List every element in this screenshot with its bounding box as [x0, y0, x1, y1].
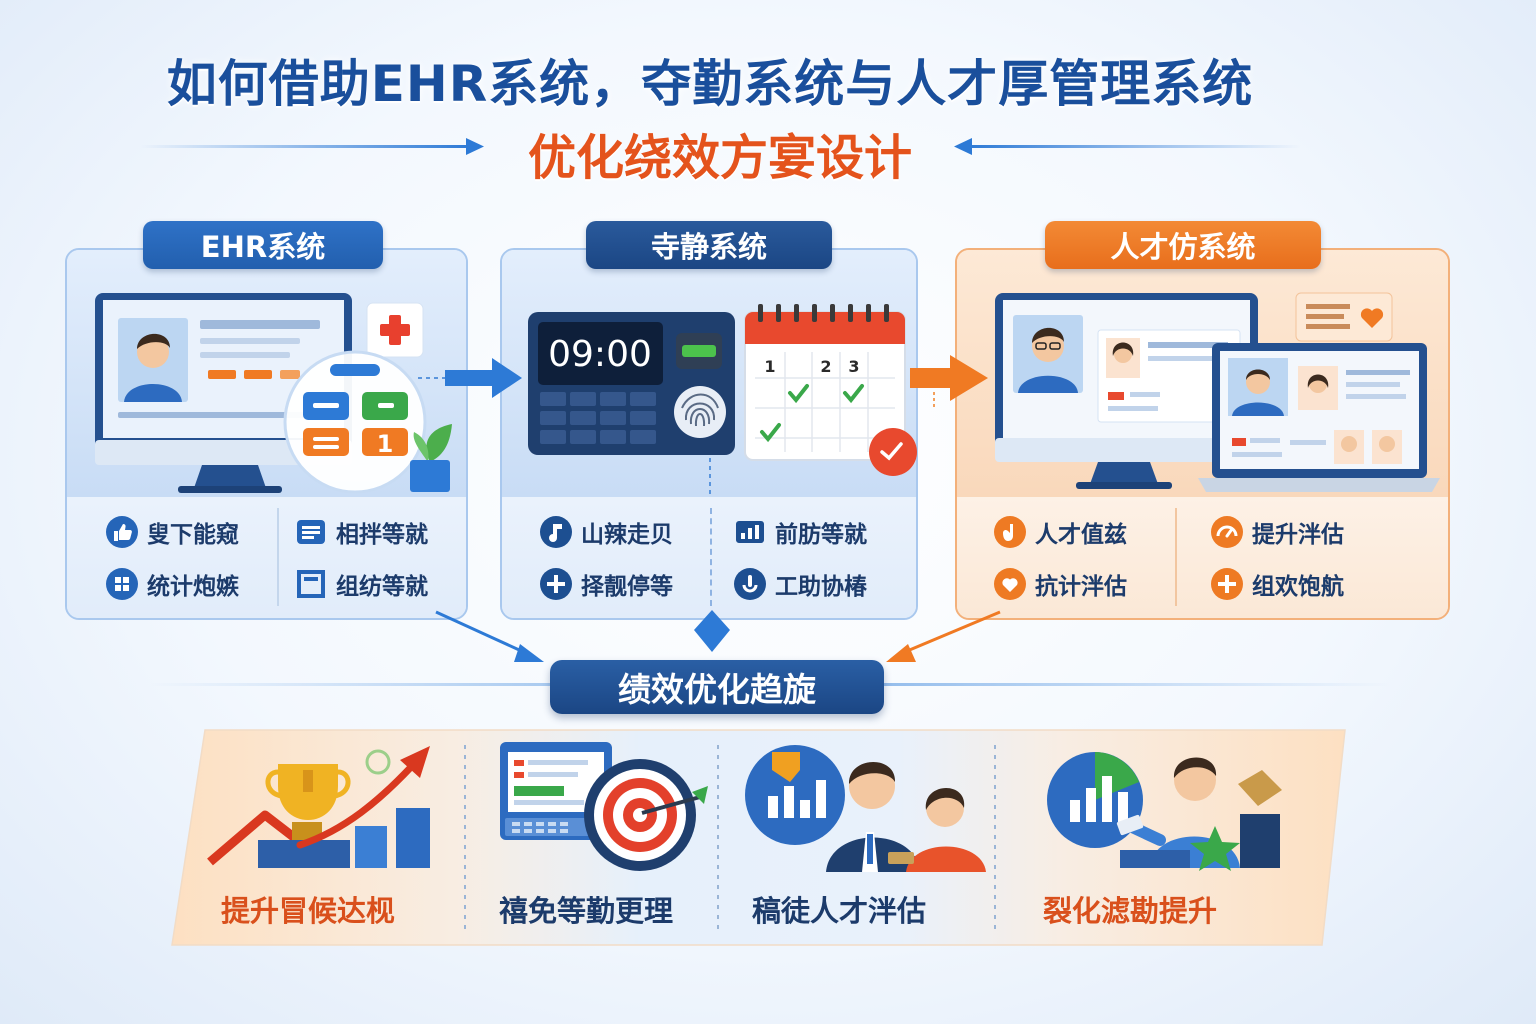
- plus-icon: [540, 568, 572, 600]
- ehr-item-1-label: 叟下能窥: [147, 522, 239, 548]
- clock-time: 09:00: [548, 334, 652, 375]
- hand-icon: [994, 516, 1026, 548]
- talent-item-1-label: 人才值兹: [1035, 522, 1127, 548]
- page-title: 如何借助EHR系统，夺勤系统与人才厚管理系统: [166, 55, 1254, 113]
- left-arrow-line: [140, 138, 484, 155]
- timer-icon: [734, 568, 766, 600]
- attendance-feature-area: [502, 497, 916, 618]
- calendar-day-2: 2: [820, 357, 831, 376]
- ehr-item-3: 统计炮嫉: [105, 566, 239, 602]
- outcomes-band: [171, 729, 1346, 946]
- ehr-item-3-label: 统计炮嫉: [147, 574, 239, 600]
- ehr-header: EHR系统: [143, 221, 383, 269]
- people-chart-icon: [745, 745, 986, 872]
- chart-icon: [736, 521, 764, 543]
- medical-plus-icon: [366, 302, 424, 358]
- attendance-item-3-label: 择靓停等: [581, 574, 673, 600]
- talent-item-3-label: 抗计泮估: [1035, 574, 1127, 600]
- ehr-feature-area: [67, 497, 466, 618]
- attendance-item-4: 工助协椿: [733, 566, 867, 602]
- profile-card: [1097, 329, 1241, 423]
- calendar-day-3: 3: [848, 357, 859, 376]
- keypad: [540, 392, 656, 444]
- attendance-item-2: 前肪等就: [733, 514, 867, 550]
- ehr-item-1: 叟下能窥: [105, 514, 239, 550]
- alert-badge-icon: [869, 428, 917, 476]
- ehr-divider: [277, 508, 279, 606]
- talent-item-2: 提升泮估: [1210, 514, 1344, 550]
- note-icon: [540, 516, 572, 548]
- attendance-item-1-label: 山辣走贝: [581, 522, 673, 548]
- outcome-label-2: 禧免等勤更理: [498, 894, 673, 928]
- person-star-icon: [1047, 752, 1282, 871]
- talent-divider: [1175, 508, 1177, 606]
- page-subtitle: 优化绕效方宴设计: [527, 130, 912, 186]
- talent-item-4-label: 组欢饱航: [1252, 574, 1344, 600]
- talent-item-2-label: 提升泮估: [1252, 522, 1344, 548]
- ehr-item-2-label: 相拌等就: [336, 522, 428, 548]
- checkmark-icon: [760, 384, 864, 443]
- talent-illustration: [995, 292, 1440, 492]
- dashboard-widget-icon: 1: [283, 350, 427, 494]
- employee-avatar-icon: [118, 318, 188, 402]
- talent-item-3: 抗计泮估: [993, 566, 1127, 602]
- talent-feature-area: [957, 497, 1448, 618]
- frame-icon: [297, 570, 325, 598]
- optimization-suggestion-label: 绩效优化趋旋: [550, 660, 884, 714]
- thumbs-up-icon: [106, 516, 138, 548]
- attendance-illustration: 09:00 1 2 3: [528, 304, 917, 495]
- outcome-label-1: 提升冒候达枧: [220, 894, 395, 928]
- fingerprint-icon: [674, 386, 726, 438]
- candidate-avatar-icon: [1013, 315, 1083, 393]
- trophy-growth-icon: [207, 746, 430, 868]
- attendance-divider: [710, 508, 712, 606]
- attendance-item-1: 山辣走贝: [539, 514, 673, 550]
- right-arrow-line: [954, 138, 1300, 155]
- gauge-icon: [1211, 516, 1243, 548]
- talent-item-4: 组欢饱航: [1210, 566, 1344, 602]
- calendar-icon: 1 2 3: [744, 304, 906, 461]
- ehr-illustration: 1: [95, 293, 452, 494]
- calendar-day-1: 1: [764, 357, 775, 376]
- ehr-item-4-label: 组纺等就: [336, 574, 428, 600]
- plus-icon: [1211, 568, 1243, 600]
- favorite-card-icon: [1295, 292, 1393, 342]
- plant-icon: [410, 424, 452, 492]
- ehr-item-2: 相拌等就: [294, 514, 428, 550]
- target-dashboard-icon: [500, 742, 708, 871]
- widget-tile-number: 1: [377, 430, 394, 458]
- talent-item-1: 人才值兹: [993, 514, 1127, 550]
- list-icon: [297, 520, 325, 544]
- heart-icon: [994, 568, 1026, 600]
- grid-icon: [106, 568, 138, 600]
- attendance-header: 寺静系统: [586, 221, 832, 269]
- talent-header: 人才仿系统: [1045, 221, 1321, 269]
- outcome-label-3: 稿徒人才泮估: [751, 894, 926, 928]
- ehr-item-4: 组纺等就: [294, 566, 428, 602]
- attendance-item-4-label: 工助协椿: [775, 574, 867, 600]
- time-clock-device-icon: 09:00: [528, 312, 735, 455]
- attendance-item-2-label: 前肪等就: [775, 522, 867, 548]
- subtitle-arrows: [140, 138, 1300, 155]
- profile-text-lines: [118, 320, 320, 418]
- attendance-item-3: 择靓停等: [539, 566, 673, 602]
- outcome-label-4: 裂化滤勘提升: [1042, 894, 1217, 928]
- laptop-icon: [1198, 343, 1440, 492]
